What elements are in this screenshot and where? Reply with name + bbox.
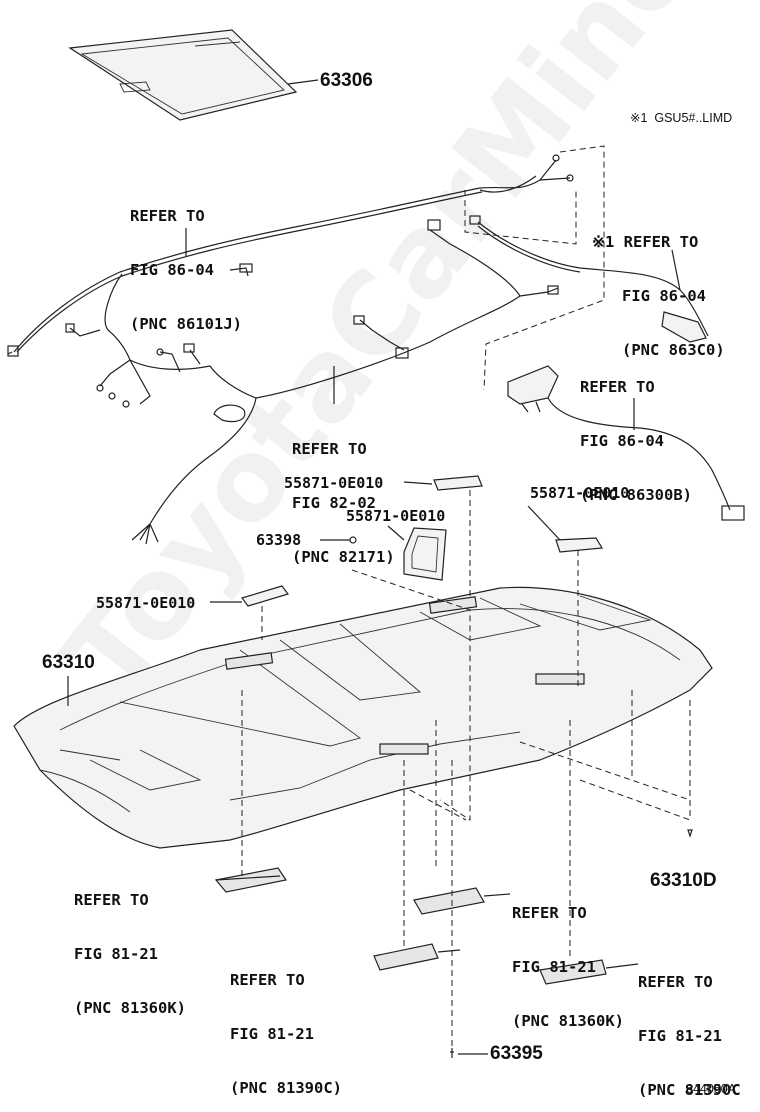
sunshade-panel	[68, 29, 319, 121]
reference-863c0: ※1 REFER TO FIG 86-04 (PNC 863C0)	[592, 233, 725, 359]
roof-wire-harness	[7, 154, 574, 545]
figure-id: 644050A	[686, 1082, 737, 1096]
part-number-63310d: 63310D	[650, 870, 717, 891]
part-number-55871-d: 55871-0E010	[530, 484, 630, 502]
reference-81360k-right: REFER TO FIG 81-21 (PNC 81360K)	[512, 904, 624, 1030]
reference-86101j: REFER TO FIG 86-04 (PNC 86101J)	[130, 207, 242, 333]
reference-86300b: REFER TO FIG 86-04 (PNC 86300B)	[580, 378, 692, 504]
reference-81390c-right: REFER TO FIG 81-21 (PNC 81390C	[638, 973, 741, 1099]
reference-82171: REFER TO FIG 82-02 (PNC 82171)	[292, 440, 395, 566]
headliner	[13, 586, 713, 849]
harness-863c0	[469, 215, 709, 343]
part-number-63306: 63306	[320, 70, 373, 91]
lamps	[214, 867, 639, 985]
part-number-63398: 63398	[256, 531, 302, 549]
part-number-63310: 63310	[42, 652, 95, 673]
part-number-55871-c: 55871-0E010	[96, 594, 196, 612]
model-note: ※1 GSU5#..LIMD	[630, 111, 733, 125]
part-number-63395: 63395	[490, 1043, 543, 1064]
part-number-55871-a: 55871-0E010	[284, 474, 384, 492]
harness-86300b	[507, 365, 745, 521]
map-lamp-covers	[210, 475, 604, 607]
part-number-55871-b: 55871-0E010	[346, 507, 446, 525]
reference-81390c-left: REFER TO FIG 81-21 (PNC 81390C)	[230, 971, 342, 1097]
reference-81360k-left: REFER TO FIG 81-21 (PNC 81360K)	[74, 891, 186, 1017]
